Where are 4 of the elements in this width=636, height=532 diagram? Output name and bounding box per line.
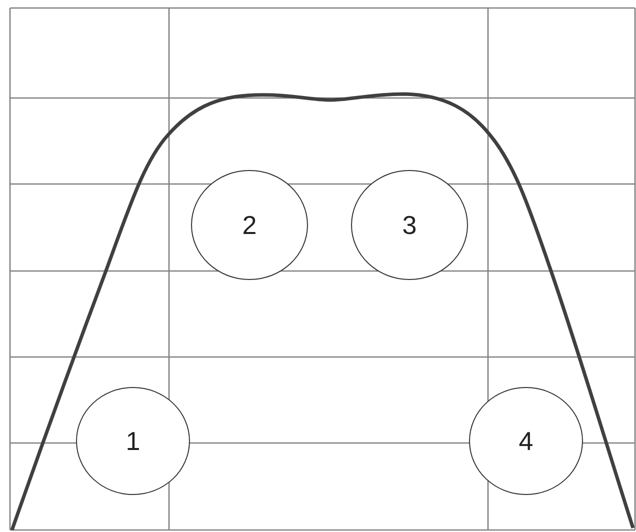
numbered-circle: 3 [351,170,468,280]
numbered-circle: 2 [191,170,308,280]
numbered-circle: 4 [469,387,583,495]
numbered-circle: 1 [76,387,190,495]
